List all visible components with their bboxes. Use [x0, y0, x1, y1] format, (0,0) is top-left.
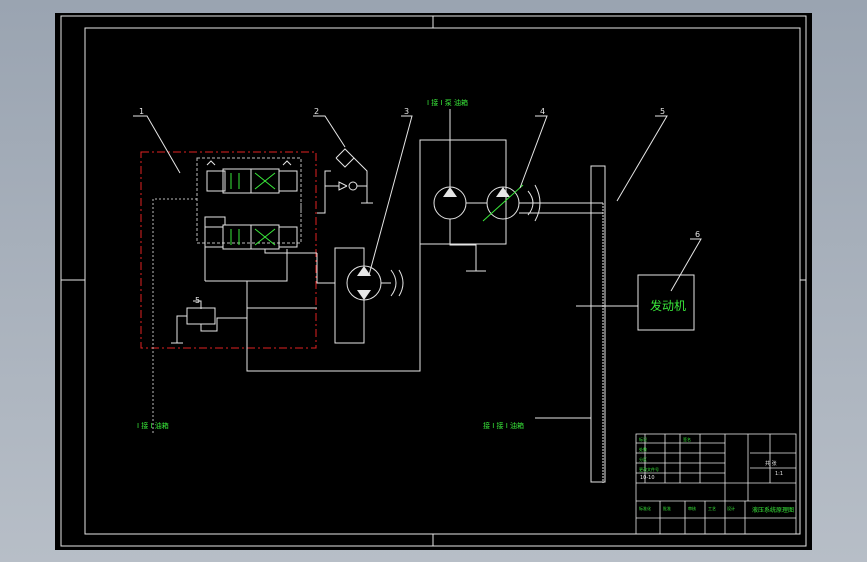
hydraulic-schematic: 发动机 1 2 3 4 5 6 5 I 接 I 泵 油箱 I 接 I 油箱	[60, 15, 807, 547]
title-block-cell-4: 工艺	[708, 506, 716, 511]
title-block-scale: 1:1	[775, 471, 783, 477]
title-block-row-2: 处数	[639, 446, 647, 452]
valve-block-boundary	[140, 151, 317, 349]
title-block-cell-5: 设计	[727, 505, 735, 511]
directional-valve-lower	[204, 224, 298, 250]
relief-valve	[171, 307, 247, 344]
callout-2: 2	[314, 107, 319, 116]
callout-6: 6	[695, 230, 700, 239]
title-block-row-3: 分区	[639, 456, 647, 462]
left-note: I 接 I 油箱	[137, 421, 169, 430]
mid-note: 接 I 接 I 油箱	[483, 421, 524, 430]
directional-valve-upper	[196, 157, 302, 244]
variable-pump-arrow	[482, 184, 524, 222]
pump-group	[419, 139, 603, 272]
drawing-canvas[interactable]: 发动机 1 2 3 4 5 6 5 I 接 I 泵 油箱 I 接 I 油箱	[55, 13, 812, 550]
callout-4: 4	[540, 107, 545, 116]
title-block-row-4: 更改文件号	[639, 466, 659, 472]
top-note: I 接 I 泵 油箱	[427, 98, 468, 107]
block-piping	[204, 139, 455, 372]
leaders	[133, 109, 702, 309]
pilot-lines	[152, 198, 302, 433]
check-valve-cluster	[317, 148, 373, 214]
pump-left-arrow	[443, 187, 457, 197]
hydraulic-motor	[316, 247, 404, 344]
callout-5b: 5	[195, 296, 200, 305]
title-block-row-5: 签名	[683, 436, 691, 442]
callout-1: 1	[139, 107, 144, 116]
callout-3: 3	[404, 107, 409, 116]
title-block-sheet: 共 张	[765, 460, 777, 467]
inner-border	[84, 27, 801, 535]
title-block-name: 液压系统原理图	[752, 506, 794, 514]
title-block-cell-2: 批准	[663, 505, 671, 511]
engine-box	[637, 274, 695, 331]
title-block-row-1: 标记	[639, 436, 647, 442]
title-block-cell-3: 审核	[688, 505, 696, 511]
title-block-cell-1: 标准化	[639, 505, 651, 511]
title-block	[635, 433, 797, 535]
pump-right-arrow	[496, 187, 510, 197]
transfer-gearbox	[535, 165, 638, 483]
callout-5: 5	[660, 107, 665, 116]
title-block-drawing-no: 10-10	[640, 475, 655, 481]
engine-label: 发动机	[650, 298, 686, 313]
